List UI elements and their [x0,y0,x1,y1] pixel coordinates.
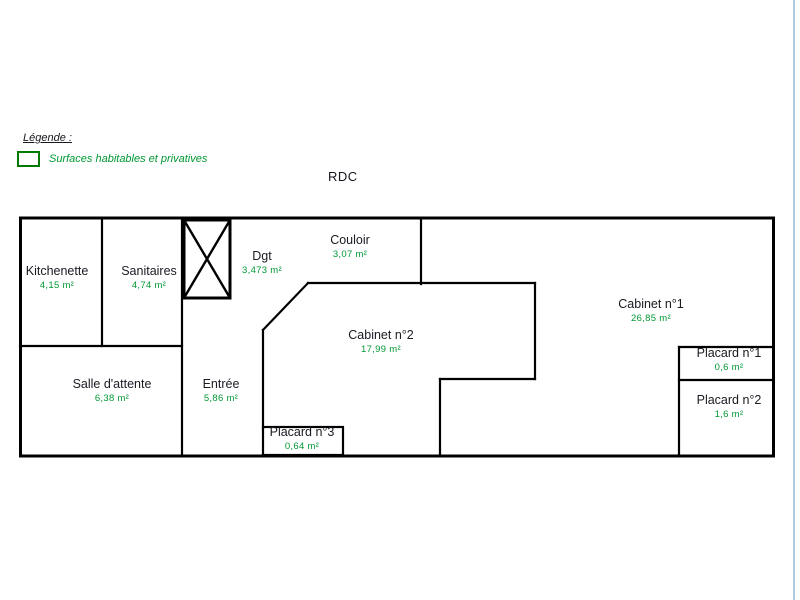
room-name: Placard n°1 [696,346,762,360]
room-name: Cabinet n°1 [618,297,684,311]
wall-outer [19,216,775,458]
legend-item-label: Surfaces habitables et privatives [49,153,208,165]
room-area: 0,6 m² [714,361,744,373]
room-area: 1,6 m² [714,408,744,420]
room-area: 4,74 m² [131,279,167,291]
plan-title: RDC [328,169,358,184]
room-name: Cabinet n°2 [348,328,414,342]
room-area: 26,85 m² [631,312,671,324]
room-name: Dgt [252,249,272,263]
room-name: Kitchenette [25,264,89,278]
room-name: Sanitaires [121,264,177,278]
room-area: 6,38 m² [94,392,130,404]
room-name: Placard n°3 [269,425,335,439]
room-area: 0,64 m² [284,440,320,452]
legend-item: Surfaces habitables et privatives [17,151,207,167]
legend: Légende : Surfaces habitables et privati… [17,132,207,167]
room-area: 3,07 m² [332,248,368,260]
room-area: 4,15 m² [39,279,75,291]
room-name: Salle d'attente [72,377,152,391]
room-area: 3,473 m² [242,264,282,276]
wall-placard3 [261,425,345,457]
page-edge-line [793,0,795,600]
wall-diagonal [261,281,310,332]
legend-title: Légende : [23,132,72,144]
room-area: 5,86 m² [203,392,239,404]
room-name: Entrée [202,377,240,391]
crossed-box-symbol [182,218,232,300]
room-name: Placard n°2 [696,393,762,407]
room-name: Couloir [330,233,370,247]
legend-swatch-icon [17,151,40,167]
room-area: 17,99 m² [361,343,401,355]
